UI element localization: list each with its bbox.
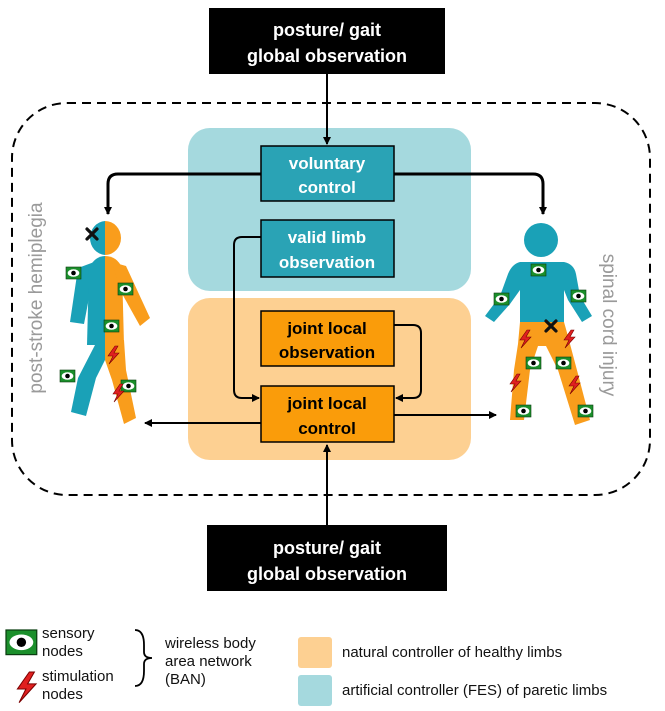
artificial-controller-zone	[188, 128, 471, 291]
eye-icon	[103, 319, 120, 333]
legend-brace	[134, 629, 153, 687]
joint-control-line2: control	[298, 419, 356, 438]
left-side-label: post-stroke hemiplegia	[26, 202, 47, 394]
top-box-line1: posture/ gait	[273, 20, 381, 40]
legend-artificial-label: artificial controller (FES) of paretic l…	[342, 682, 608, 699]
legend-ban-label: wireless body area network (BAN)	[165, 635, 256, 688]
bottom-global-observation-box	[207, 525, 447, 591]
spinal-cord-injury-figure	[485, 223, 592, 425]
eye-icon	[570, 289, 587, 303]
eye-icon	[493, 292, 510, 306]
natural-controller-zone	[188, 298, 471, 460]
legend-natural-label: natural controller of healthy limbs	[342, 644, 563, 661]
arrow-observation-to-control	[394, 324, 422, 402]
voluntary-control-line2: control	[298, 178, 356, 197]
eye-icon	[117, 282, 134, 296]
legend-lightning-icon	[16, 671, 37, 704]
eye-icon	[59, 369, 76, 383]
legend-sensory-label: sensory nodes	[42, 625, 95, 660]
eye-icon	[530, 263, 547, 277]
eye-icon	[120, 379, 137, 393]
bottom-box-line2: global observation	[247, 564, 407, 584]
joint-observation-line1: joint local	[286, 319, 366, 338]
voluntary-control-line1: voluntary	[289, 154, 366, 173]
arrow-valid-limb-to-control	[233, 236, 261, 402]
joint-local-control-box	[260, 385, 395, 443]
joint-local-observation-box	[260, 310, 395, 367]
system-boundary	[11, 102, 651, 496]
right-side-label: spinal cord injury	[598, 254, 619, 397]
eye-icon	[515, 404, 532, 418]
legend-artificial-swatch	[298, 675, 332, 706]
legend-stimulation-label: stimulation nodes	[42, 668, 114, 703]
arrow-voluntary-to-left-figure	[104, 172, 261, 215]
legend-natural-swatch	[298, 637, 332, 668]
legend-eye-icon	[4, 628, 38, 656]
joint-control-line1: joint local	[286, 394, 366, 413]
valid-limb-observation-box	[260, 219, 395, 278]
arrow-voluntary-to-right-figure	[394, 172, 547, 215]
joint-observation-line2: observation	[279, 343, 375, 362]
top-box-line2: global observation	[247, 46, 407, 66]
valid-limb-line2: observation	[279, 253, 375, 272]
eye-icon	[525, 356, 542, 370]
eye-icon	[577, 404, 594, 418]
top-global-observation-box	[209, 8, 445, 74]
eye-icon	[555, 356, 572, 370]
eye-icon	[65, 266, 82, 280]
bottom-box-line1: posture/ gait	[273, 538, 381, 558]
valid-limb-line1: valid limb	[288, 228, 366, 247]
